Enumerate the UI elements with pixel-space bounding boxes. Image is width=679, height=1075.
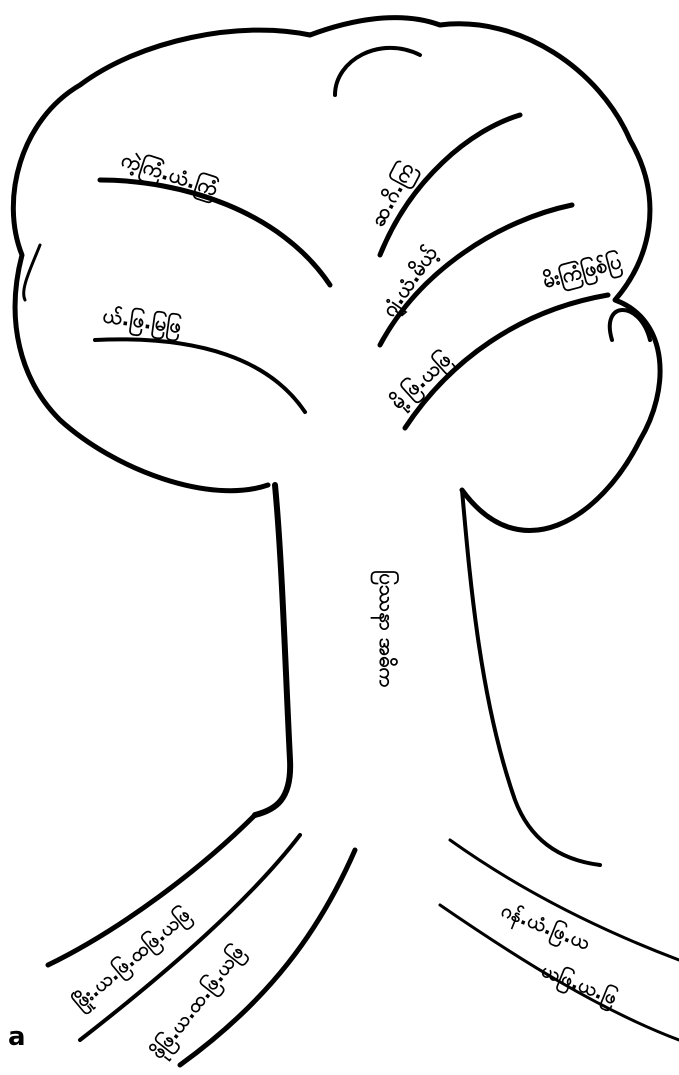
canopy-arc-right	[610, 310, 650, 340]
canopy-arc-top	[335, 48, 420, 95]
margin-mark: a	[8, 1022, 26, 1052]
branch-label-4: ဂျံ.ယံ.မိယ့်	[376, 242, 446, 324]
root-label-3: ဂန်.ယံ.ဖြ.ယ	[496, 896, 594, 959]
root-label-4: ယဖြ.ယ.ဖြ	[536, 956, 621, 1014]
branch-line-2	[95, 339, 305, 412]
canopy-arc-left	[24, 245, 40, 300]
branch-label-2: ယ်.ဖြ.မြဖြ	[101, 302, 183, 343]
trunk-label: ပြဿနာ အဓိက	[370, 570, 400, 687]
branch-label-6: မိးကြံဖြစ်ပြ	[540, 248, 625, 298]
trunk-right	[462, 490, 600, 865]
root-line-3	[180, 850, 355, 1065]
branch-label-1: ကဲ့ကြံ.ယံ.ကြံ	[117, 146, 221, 205]
root-label-2: ဖိုဖြ.ယ.ထ.ဖြ.ယဖြ	[144, 940, 252, 1067]
trunk-left	[255, 485, 290, 815]
